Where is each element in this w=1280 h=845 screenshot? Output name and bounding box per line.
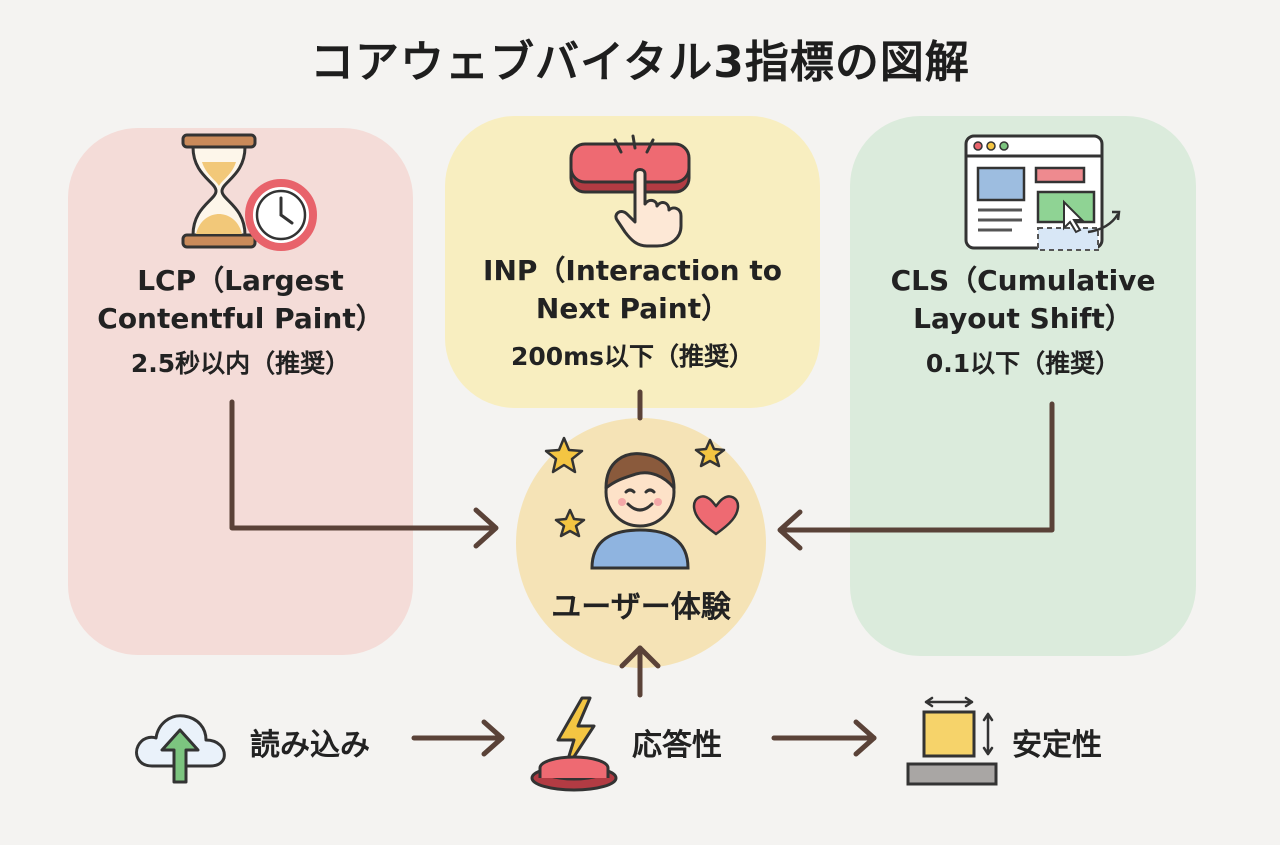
star-icon xyxy=(554,508,586,538)
lcp-recommendation: 2.5秒以内（推奨） xyxy=(130,349,351,378)
lcp-arrowhead xyxy=(473,507,499,549)
flow-arrowhead-2 xyxy=(853,719,877,757)
star-icon xyxy=(694,438,726,468)
cls-to-ux-arrow xyxy=(779,401,1055,533)
cls-name-line2: Layout Shift） xyxy=(913,302,1133,335)
lcp-name: LCP（Largest Contentful Paint） xyxy=(68,262,413,338)
inp-name-line2: Next Paint） xyxy=(535,292,730,325)
page-title: コアウェブバイタル3指標の図解 xyxy=(310,37,970,88)
lcp-name-line2: Contentful Paint） xyxy=(97,302,384,335)
button-press-icon xyxy=(569,134,691,248)
stable-box-icon xyxy=(906,696,998,786)
lcp-to-ux-arrow xyxy=(229,399,497,531)
heart-icon xyxy=(692,495,740,536)
flow-label-loading: 読み込み xyxy=(250,728,370,763)
layout-shift-icon xyxy=(964,134,1121,251)
cls-arrowhead xyxy=(777,509,803,551)
star-icon xyxy=(544,436,584,474)
cls-name: CLS（Cumulative Layout Shift） xyxy=(850,262,1196,338)
user-experience-label: ユーザー体験 xyxy=(551,590,731,625)
inp-recommendation: 200ms以下（推奨） xyxy=(510,342,755,371)
flow-label-responsiveness: 応答性 xyxy=(632,728,722,763)
flow-label-stability: 安定性 xyxy=(1012,728,1102,763)
cls-name-line1: CLS（Cumulative xyxy=(890,264,1156,297)
inp-name: INP（Interaction to Next Paint） xyxy=(445,252,820,328)
lightning-button-icon xyxy=(530,696,618,792)
inp-name-line1: INP（Interaction to xyxy=(483,254,782,287)
flow-arrowhead-1 xyxy=(481,719,505,757)
hourglass-clock-icon xyxy=(181,133,317,251)
up-arrowhead xyxy=(619,645,661,669)
cls-recommendation: 0.1以下（推奨） xyxy=(925,349,1121,378)
happy-user-icon xyxy=(544,436,740,570)
lcp-name-line1: LCP（Largest xyxy=(137,264,344,297)
cloud-upload-icon xyxy=(135,714,226,784)
